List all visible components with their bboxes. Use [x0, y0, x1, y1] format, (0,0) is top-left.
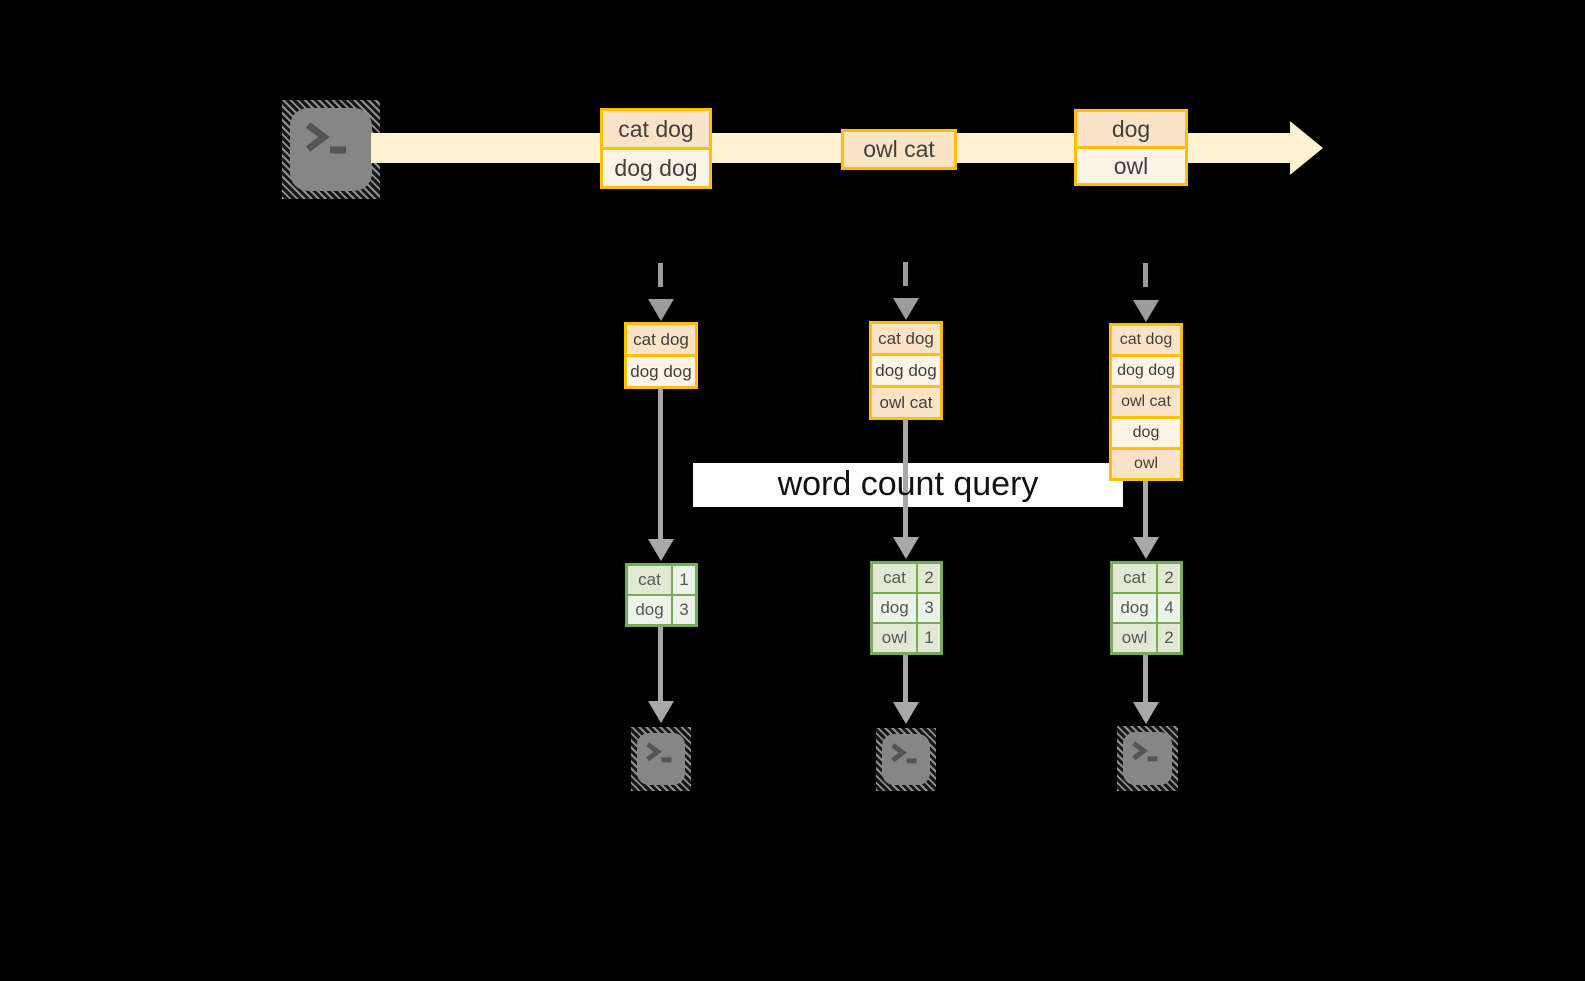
count-table-1: cat 1 dog 3	[625, 563, 698, 627]
terminal-prompt-icon	[891, 743, 917, 764]
stream-batch-1-row: cat dog	[603, 111, 709, 147]
buffer-3: cat dog dog dog owl cat dog owl	[1109, 323, 1183, 481]
count-word-cell: cat	[1113, 564, 1156, 592]
terminal-prompt-icon	[1132, 741, 1158, 762]
down-arrowhead-icon	[648, 539, 674, 561]
buffer-2-row: cat dog	[872, 324, 940, 353]
down-arrowhead-icon	[893, 537, 919, 559]
sink-terminal-icon	[1117, 726, 1178, 791]
dashed-arrow-line	[903, 262, 908, 286]
count-value-cell: 2	[1158, 564, 1180, 592]
arrow-line	[658, 388, 663, 539]
stream-batch-3-row: owl	[1077, 146, 1185, 183]
buffer-3-row: owl	[1112, 447, 1180, 478]
query-band	[693, 463, 1123, 507]
stream-batch-2-row: owl cat	[844, 132, 954, 167]
buffer-3-row: dog dog	[1112, 354, 1180, 385]
down-arrowhead-icon	[1133, 702, 1159, 724]
count-word-cell: dog	[873, 594, 916, 622]
arrow-line	[1143, 655, 1148, 702]
arrow-line	[903, 655, 908, 702]
buffer-2: cat dog dog dog owl cat	[869, 321, 943, 420]
buffer-3-row: cat dog	[1112, 326, 1180, 354]
stream-batch-2: owl cat	[841, 129, 957, 170]
down-arrowhead-icon	[893, 298, 919, 320]
down-arrowhead-icon	[648, 299, 674, 321]
count-word-cell: cat	[873, 564, 916, 592]
stream-arrowhead-icon	[1290, 121, 1323, 175]
buffer-1-row: dog dog	[627, 354, 695, 386]
count-value-cell: 4	[1158, 594, 1180, 622]
down-arrowhead-icon	[648, 701, 674, 723]
buffer-1: cat dog dog dog	[624, 322, 698, 389]
terminal-prompt-icon	[646, 742, 672, 763]
arrow-line	[903, 419, 908, 537]
stream-batch-1-row: dog dog	[603, 147, 709, 186]
terminal-prompt-icon	[305, 122, 346, 154]
down-arrowhead-icon	[893, 702, 919, 724]
count-value-cell: 1	[673, 566, 695, 594]
down-arrowhead-icon	[1133, 300, 1159, 322]
down-arrowhead-icon	[1133, 537, 1159, 559]
count-value-cell: 2	[1158, 624, 1180, 652]
arrow-line	[658, 627, 663, 701]
terminal-body	[882, 734, 930, 785]
terminal-body	[1123, 732, 1172, 785]
count-value-cell: 1	[918, 624, 940, 652]
count-value-cell: 2	[918, 564, 940, 592]
terminal-body	[637, 733, 685, 785]
count-word-cell: cat	[628, 566, 671, 594]
count-table-2: cat 2 dog 3 owl 1	[870, 561, 943, 655]
count-table-3: cat 2 dog 4 owl 2	[1110, 561, 1183, 655]
count-value-cell: 3	[918, 594, 940, 622]
dashed-arrow-line	[658, 263, 663, 287]
terminal-body	[290, 108, 372, 191]
arrow-line	[1143, 481, 1148, 537]
count-value-cell: 3	[673, 596, 695, 624]
query-label: word count query	[777, 464, 1039, 503]
dashed-arrow-line	[1143, 263, 1148, 287]
stream-batch-3: dog owl	[1074, 109, 1188, 186]
buffer-3-row: dog	[1112, 416, 1180, 447]
buffer-2-row: dog dog	[872, 353, 940, 385]
source-terminal-icon	[282, 100, 380, 199]
count-word-cell: owl	[1113, 624, 1156, 652]
buffer-2-row: owl cat	[872, 385, 940, 417]
buffer-1-row: cat dog	[627, 325, 695, 354]
count-word-cell: dog	[1113, 594, 1156, 622]
stream-batch-3-row: dog	[1077, 112, 1185, 146]
count-word-cell: owl	[873, 624, 916, 652]
stream-batch-1: cat dog dog dog	[600, 108, 712, 189]
sink-terminal-icon	[876, 728, 936, 791]
sink-terminal-icon	[631, 727, 691, 791]
buffer-3-row: owl cat	[1112, 385, 1180, 416]
count-word-cell: dog	[628, 596, 671, 624]
